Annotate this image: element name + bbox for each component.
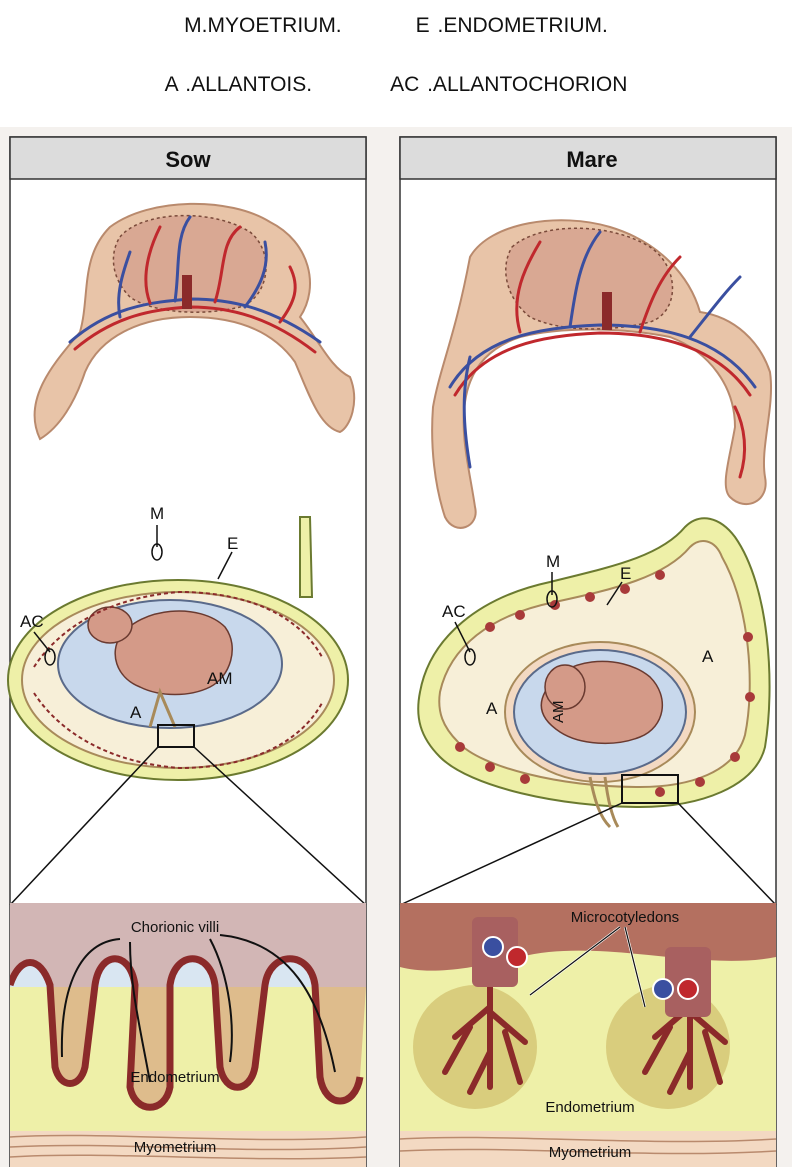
sow-myometrium-label: Myometrium	[134, 1139, 217, 1156]
mare-header: Mare	[566, 147, 617, 172]
sow-label-m: M	[150, 504, 164, 523]
sow-endometrium-label: Endometrium	[130, 1069, 219, 1086]
mare-label-ac: AC	[442, 602, 466, 621]
mare-label-am: AM	[550, 701, 567, 724]
mare-myometrium-label: Myometrium	[549, 1144, 632, 1161]
legend-line-2: A .ALLANTOIS. AC .ALLANTOCHORION	[0, 73, 792, 97]
legend-allantois: A .ALLANTOIS.	[165, 73, 313, 96]
sow-chorionic-villi-label: Chorionic villi	[131, 919, 219, 936]
sow-label-a: A	[130, 703, 142, 722]
mare-label-e: E	[620, 564, 631, 583]
sow-label-e: E	[227, 534, 238, 553]
sow-label-ac: AC	[20, 612, 44, 631]
sow-label-am: AM	[207, 669, 233, 688]
mare-microcotyledons-label: Microcotyledons	[571, 909, 679, 926]
placenta-figure: Sow	[0, 127, 792, 1167]
legend-endometrium: E .ENDOMETRIUM.	[416, 14, 608, 37]
mare-zoom-detail	[400, 903, 776, 1167]
mare-endometrium-label: Endometrium	[545, 1099, 634, 1116]
mare-panel: Mare	[400, 137, 776, 1167]
mare-label-a-right: A	[702, 647, 714, 666]
sow-zoom-detail	[10, 903, 366, 1167]
mare-label-a-left: A	[486, 699, 498, 718]
mare-label-m: M	[546, 552, 560, 571]
sow-header: Sow	[165, 147, 211, 172]
legend-myometrium: M.MYOETRIUM.	[184, 14, 342, 37]
sow-panel: Sow	[8, 137, 366, 1167]
legend-line-1: M.MYOETRIUM. E .ENDOMETRIUM.	[0, 14, 792, 38]
legend-allantochorion: AC .ALLANTOCHORION	[390, 73, 627, 96]
